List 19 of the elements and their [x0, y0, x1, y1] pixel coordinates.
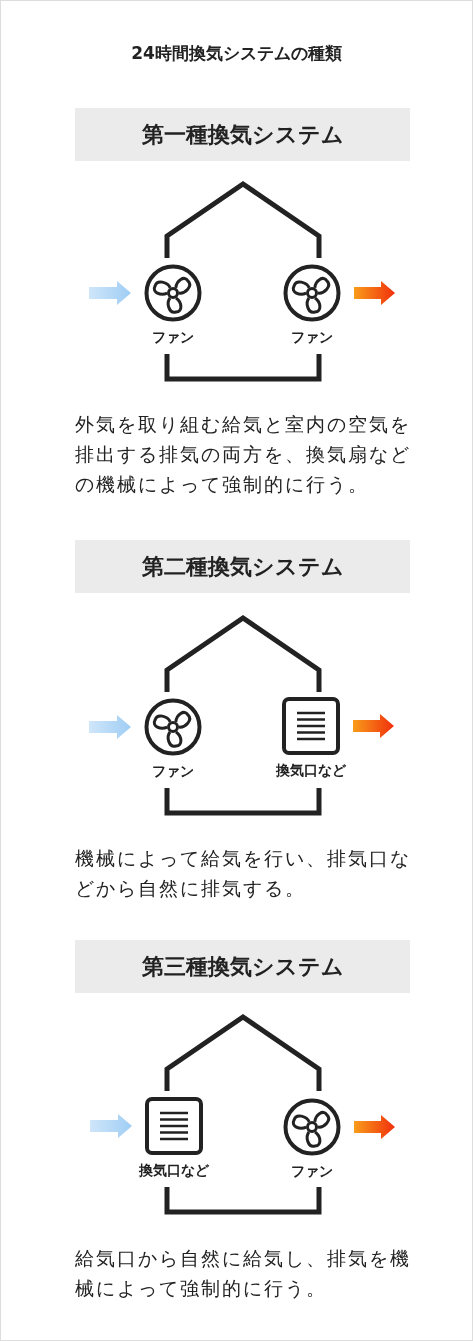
description-text: 給気口から自然に給気し、排気を機械によって強制的に行う。: [75, 1246, 412, 1301]
airflow-arrow: [89, 715, 131, 739]
device-label: ファン: [152, 329, 194, 347]
heading-band: 第一種換気システム: [75, 108, 410, 161]
device-label: 換気口など: [139, 1162, 209, 1180]
device-label: ファン: [291, 1163, 333, 1181]
airflow-arrow: [354, 281, 395, 305]
device-label: 換気口など: [276, 762, 346, 780]
airflow-arrow: [353, 714, 394, 738]
description-text: 外気を取り組む給気と室内の空気を排出する排気の両方を、換気扇などの機械によって強制的に行う。: [75, 412, 412, 497]
heading-band: 第三種換気システム: [75, 940, 410, 993]
airflow-arrow: [354, 1115, 395, 1139]
device-label: ファン: [152, 763, 194, 781]
airflow-arrow: [89, 281, 131, 305]
title: 24時間換気システムの種類: [130, 42, 343, 65]
device-label: ファン: [291, 329, 333, 347]
description-text: 機械によって給気を行い、排気口などから自然に排気する。: [75, 846, 412, 901]
heading-band: 第二種換気システム: [75, 540, 410, 593]
airflow-arrow: [90, 1114, 132, 1138]
